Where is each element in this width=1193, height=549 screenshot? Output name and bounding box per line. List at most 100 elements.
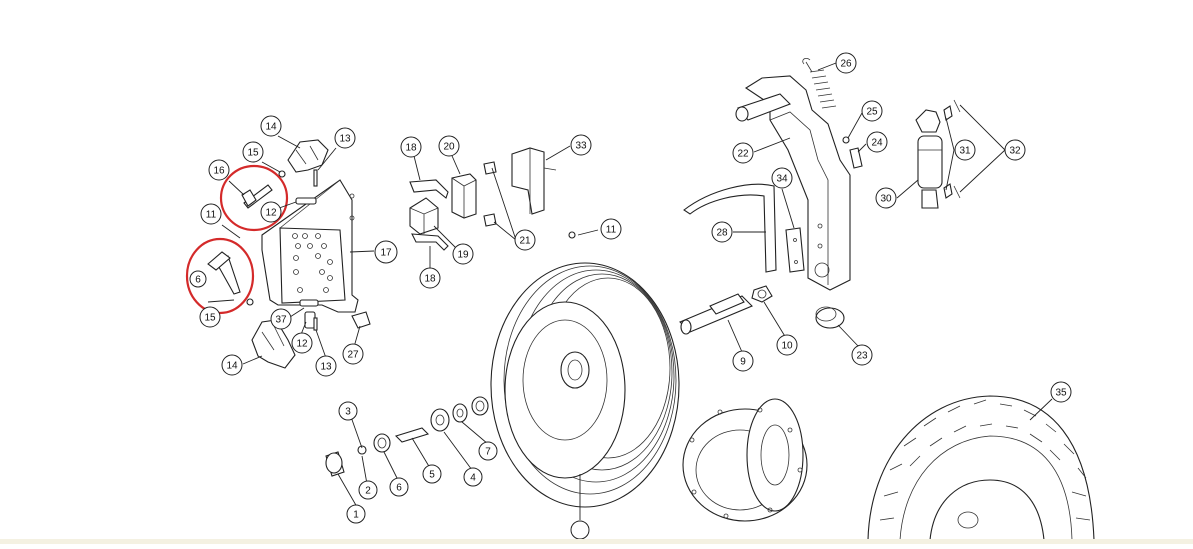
svg-text:3: 3 [345,407,351,418]
axle-9 [679,293,753,335]
bottom-strip [0,539,1193,544]
svg-text:12: 12 [296,339,308,350]
svg-text:33: 33 [575,141,587,152]
nut-10 [751,285,773,303]
svg-text:20: 20 [443,142,455,153]
clips-32 [953,99,961,199]
svg-text:6: 6 [195,275,201,286]
callout-cut-off [570,520,590,540]
callout-37[interactable]: 37 [270,308,292,330]
svg-text:14: 14 [226,361,238,372]
hub-disc [682,398,808,522]
callout-21[interactable]: 21 [514,229,536,251]
callout-6-left[interactable]: 6 [189,270,207,288]
svg-text:14: 14 [265,122,277,133]
svg-text:11: 11 [606,225,617,236]
nut-11 [568,231,576,239]
callout-10[interactable]: 10 [776,334,798,356]
arm-22 [735,75,851,291]
callout-5[interactable]: 5 [422,464,442,484]
callout-3[interactable]: 3 [338,401,358,421]
callout-7[interactable]: 7 [478,441,498,461]
washer-25 [842,136,850,144]
pin-16 [241,184,273,209]
svg-text:26: 26 [840,59,852,70]
svg-text:35: 35 [1055,388,1067,399]
bracket-14-lower [251,319,296,369]
callout-6-lower[interactable]: 6 [389,477,409,497]
callout-13-upper[interactable]: 13 [334,127,356,149]
svg-text:34: 34 [776,174,788,185]
svg-text:9: 9 [740,357,746,368]
highlight-circle-6 [185,237,255,315]
svg-text:15: 15 [204,313,216,324]
svg-text:4: 4 [470,473,476,484]
callout-30[interactable]: 30 [875,187,897,209]
svg-text:2: 2 [365,486,371,497]
callout-32[interactable]: 32 [1004,139,1026,161]
callout-9[interactable]: 9 [732,350,754,372]
svg-text:7: 7 [485,447,491,458]
svg-text:13: 13 [339,134,351,145]
bar-28 [683,183,777,273]
callout-34[interactable]: 34 [771,167,793,189]
tread-tire-35 [867,395,1095,541]
bolt-24 [849,147,863,169]
callout-4[interactable]: 4 [463,467,483,487]
callout-1[interactable]: 1 [346,504,366,524]
wheel-tire-main [490,262,680,508]
svg-text:11: 11 [206,210,217,221]
callout-15-upper[interactable]: 15 [242,141,264,163]
bushing-23 [815,306,845,329]
callout-25[interactable]: 25 [861,100,883,122]
svg-text:19: 19 [457,250,469,261]
svg-text:37: 37 [275,315,287,326]
callout-20[interactable]: 20 [438,135,460,157]
callout-11-left[interactable]: 11 [200,203,222,225]
callout-35[interactable]: 35 [1050,381,1072,403]
callout-16[interactable]: 16 [208,159,230,181]
callout-24[interactable]: 24 [866,131,888,153]
highlight-circle-16 [219,164,289,232]
svg-text:15: 15 [247,148,259,159]
callout-26[interactable]: 26 [835,52,857,74]
small-hardware-left [246,169,371,331]
bolts-21 [483,161,497,227]
svg-text:12: 12 [265,208,277,219]
bracket-33 [511,147,557,215]
svg-text:1: 1 [353,510,359,521]
callout-31[interactable]: 31 [954,139,976,161]
svg-text:17: 17 [380,248,392,259]
callout-33[interactable]: 33 [570,134,592,156]
callout-17[interactable]: 17 [374,240,398,264]
svg-text:6: 6 [396,483,402,494]
callout-12-lower[interactable]: 12 [291,332,313,354]
callout-2[interactable]: 2 [358,480,378,500]
callout-13-lower[interactable]: 13 [315,355,337,377]
cylinder-30 [915,109,943,209]
svg-text:22: 22 [737,149,749,160]
callout-14-upper[interactable]: 14 [260,115,282,137]
callout-19[interactable]: 19 [452,243,474,265]
callout-22[interactable]: 22 [732,142,754,164]
callout-28[interactable]: 28 [711,221,733,243]
svg-text:18: 18 [405,143,417,154]
spacer-18-lower [411,233,449,251]
callout-18-lower[interactable]: 18 [419,267,441,289]
callout-18-upper[interactable]: 18 [400,136,422,158]
callout-11-mid[interactable]: 11 [600,218,622,240]
callout-15-lower[interactable]: 15 [199,306,221,328]
svg-text:5: 5 [429,470,435,481]
block-19 [409,197,439,235]
svg-text:30: 30 [880,194,892,205]
callout-27[interactable]: 27 [342,343,364,365]
svg-text:24: 24 [871,138,883,149]
callout-14-lower[interactable]: 14 [221,354,243,376]
pin-6-left [207,251,241,295]
svg-text:27: 27 [347,350,359,361]
svg-text:23: 23 [856,351,868,362]
callout-23[interactable]: 23 [851,344,873,366]
callout-12-upper[interactable]: 12 [260,201,282,223]
svg-text:10: 10 [781,341,793,352]
svg-text:28: 28 [716,228,728,239]
